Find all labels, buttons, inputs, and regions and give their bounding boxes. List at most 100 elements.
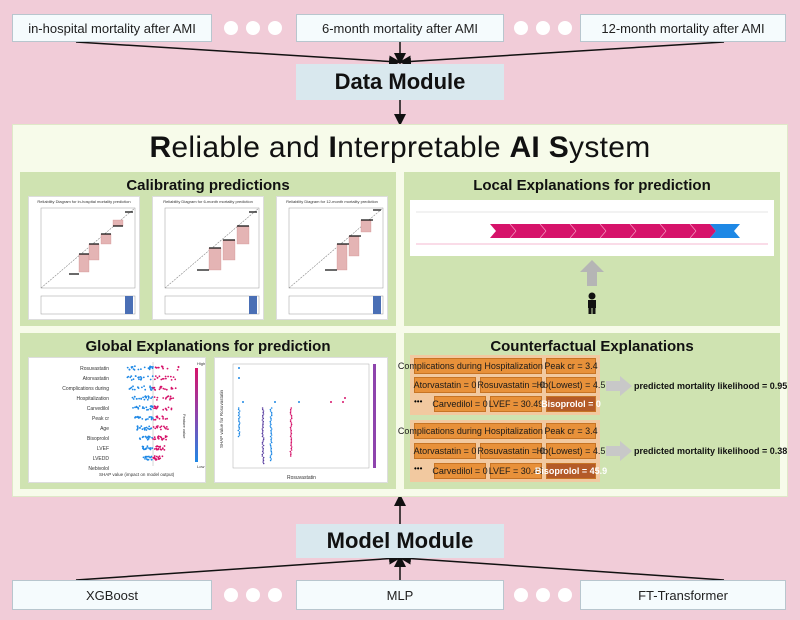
shap-point bbox=[134, 416, 136, 419]
dependence-point bbox=[270, 428, 273, 430]
dependence-point bbox=[290, 440, 293, 442]
dependence-point bbox=[261, 453, 264, 456]
dependence-point bbox=[270, 449, 272, 451]
shap-point bbox=[148, 368, 151, 371]
plot-title: Reliability Diagram for 6-month mortalit… bbox=[163, 199, 253, 204]
dependence-point bbox=[238, 416, 241, 418]
dependence-point bbox=[262, 413, 265, 415]
feature-label: Complications during Hospitalization bbox=[62, 386, 109, 402]
shap-point bbox=[157, 366, 160, 369]
shap-point bbox=[162, 408, 165, 411]
dependence-point bbox=[289, 426, 292, 429]
dependence-point bbox=[262, 444, 265, 447]
counterfactual-group: Complications during Hospitalization = 1… bbox=[398, 420, 607, 482]
dependence-point bbox=[289, 410, 292, 412]
shap-point bbox=[130, 375, 133, 377]
dependence-point bbox=[290, 441, 293, 444]
shap-point bbox=[152, 426, 155, 428]
model-label: FT-Transformer bbox=[638, 587, 728, 603]
shap-point bbox=[129, 376, 132, 379]
outcome-label: 6-month mortality after AMI bbox=[321, 20, 479, 36]
shap-point bbox=[157, 435, 160, 438]
dependence-point bbox=[330, 401, 332, 403]
shap-beeswarm bbox=[126, 362, 180, 466]
dependence-point bbox=[238, 413, 240, 415]
shap-point bbox=[153, 418, 155, 421]
shap-point bbox=[137, 387, 140, 389]
dependence-point bbox=[290, 417, 293, 420]
dependence-point bbox=[342, 401, 344, 403]
shap-point bbox=[162, 397, 165, 399]
dependence-point bbox=[290, 423, 293, 426]
dependence-point bbox=[290, 437, 293, 439]
model-box-xgboost: XGBoost bbox=[12, 580, 212, 610]
shap-point bbox=[142, 435, 145, 438]
dependence-point bbox=[270, 437, 273, 439]
shap-point bbox=[162, 367, 164, 370]
dependence-point bbox=[290, 444, 292, 447]
shap-point bbox=[143, 448, 146, 451]
shap-point bbox=[138, 397, 140, 400]
calibration-plot: Reliability Diagram for in-hospital mort… bbox=[28, 196, 140, 320]
reliability-diagram bbox=[40, 207, 136, 315]
shap-point bbox=[154, 366, 157, 369]
shap-point bbox=[143, 398, 146, 401]
dependence-point bbox=[289, 419, 292, 421]
shap-point bbox=[137, 368, 140, 371]
shap-point bbox=[132, 368, 135, 370]
shap-point bbox=[131, 388, 134, 391]
shap-point bbox=[149, 385, 151, 388]
dependence-point bbox=[262, 449, 264, 451]
dependence-point bbox=[289, 435, 292, 438]
dependence-point bbox=[274, 401, 276, 403]
shap-point bbox=[132, 398, 135, 400]
calibration-plot: Reliability Diagram for 12-month mortali… bbox=[276, 196, 388, 320]
shap-point bbox=[158, 417, 161, 420]
shap-point bbox=[143, 385, 145, 387]
shap-point bbox=[155, 455, 158, 458]
shap-point bbox=[127, 375, 130, 378]
ellipsis-dots bbox=[514, 21, 572, 35]
dependence-point bbox=[262, 422, 264, 424]
shap-point bbox=[141, 407, 144, 409]
dependence-point bbox=[290, 434, 292, 436]
dependence-point bbox=[290, 431, 292, 433]
shap-point bbox=[170, 388, 173, 390]
shap-point bbox=[161, 455, 164, 458]
dependence-point bbox=[238, 431, 241, 433]
shap-point bbox=[152, 438, 154, 440]
dependence-point bbox=[270, 452, 273, 454]
shap-point bbox=[167, 375, 169, 378]
shap-point bbox=[126, 366, 129, 369]
shap-point bbox=[172, 376, 175, 378]
shap-point bbox=[138, 378, 140, 381]
shap-point bbox=[161, 366, 164, 368]
shap-point bbox=[140, 425, 143, 427]
shap-point bbox=[149, 407, 152, 410]
dep-ylabel: SHAP value for Rosuvastatin bbox=[219, 390, 224, 448]
feature-box: Peak cr = 3.4 bbox=[544, 358, 598, 374]
dependence-point bbox=[289, 450, 292, 453]
dependence-point bbox=[290, 446, 293, 448]
shap-point bbox=[137, 416, 140, 419]
outcome-box-6month: 6-month mortality after AMI bbox=[296, 14, 504, 42]
panel-title: Counterfactual Explanations bbox=[490, 338, 694, 355]
dependence-point bbox=[269, 444, 272, 447]
feature-box: Carvedilol = 0 bbox=[432, 396, 488, 412]
panel-title: Global Explanations for prediction bbox=[85, 338, 331, 355]
dependence-point bbox=[269, 416, 272, 418]
shap-point bbox=[174, 387, 177, 390]
system-title: Reliable and Interpretable AI System bbox=[149, 131, 651, 164]
shap-point bbox=[140, 378, 142, 381]
shap-point bbox=[162, 417, 164, 420]
dependence-point bbox=[270, 453, 273, 456]
dependence-point bbox=[238, 377, 240, 379]
shap-point bbox=[136, 429, 138, 431]
shap-point bbox=[165, 438, 167, 441]
shap-point bbox=[161, 448, 164, 450]
dependence-point bbox=[270, 431, 272, 433]
shap-point bbox=[156, 448, 158, 451]
dependence-point bbox=[290, 449, 293, 451]
data-module: Data Module bbox=[296, 64, 504, 100]
